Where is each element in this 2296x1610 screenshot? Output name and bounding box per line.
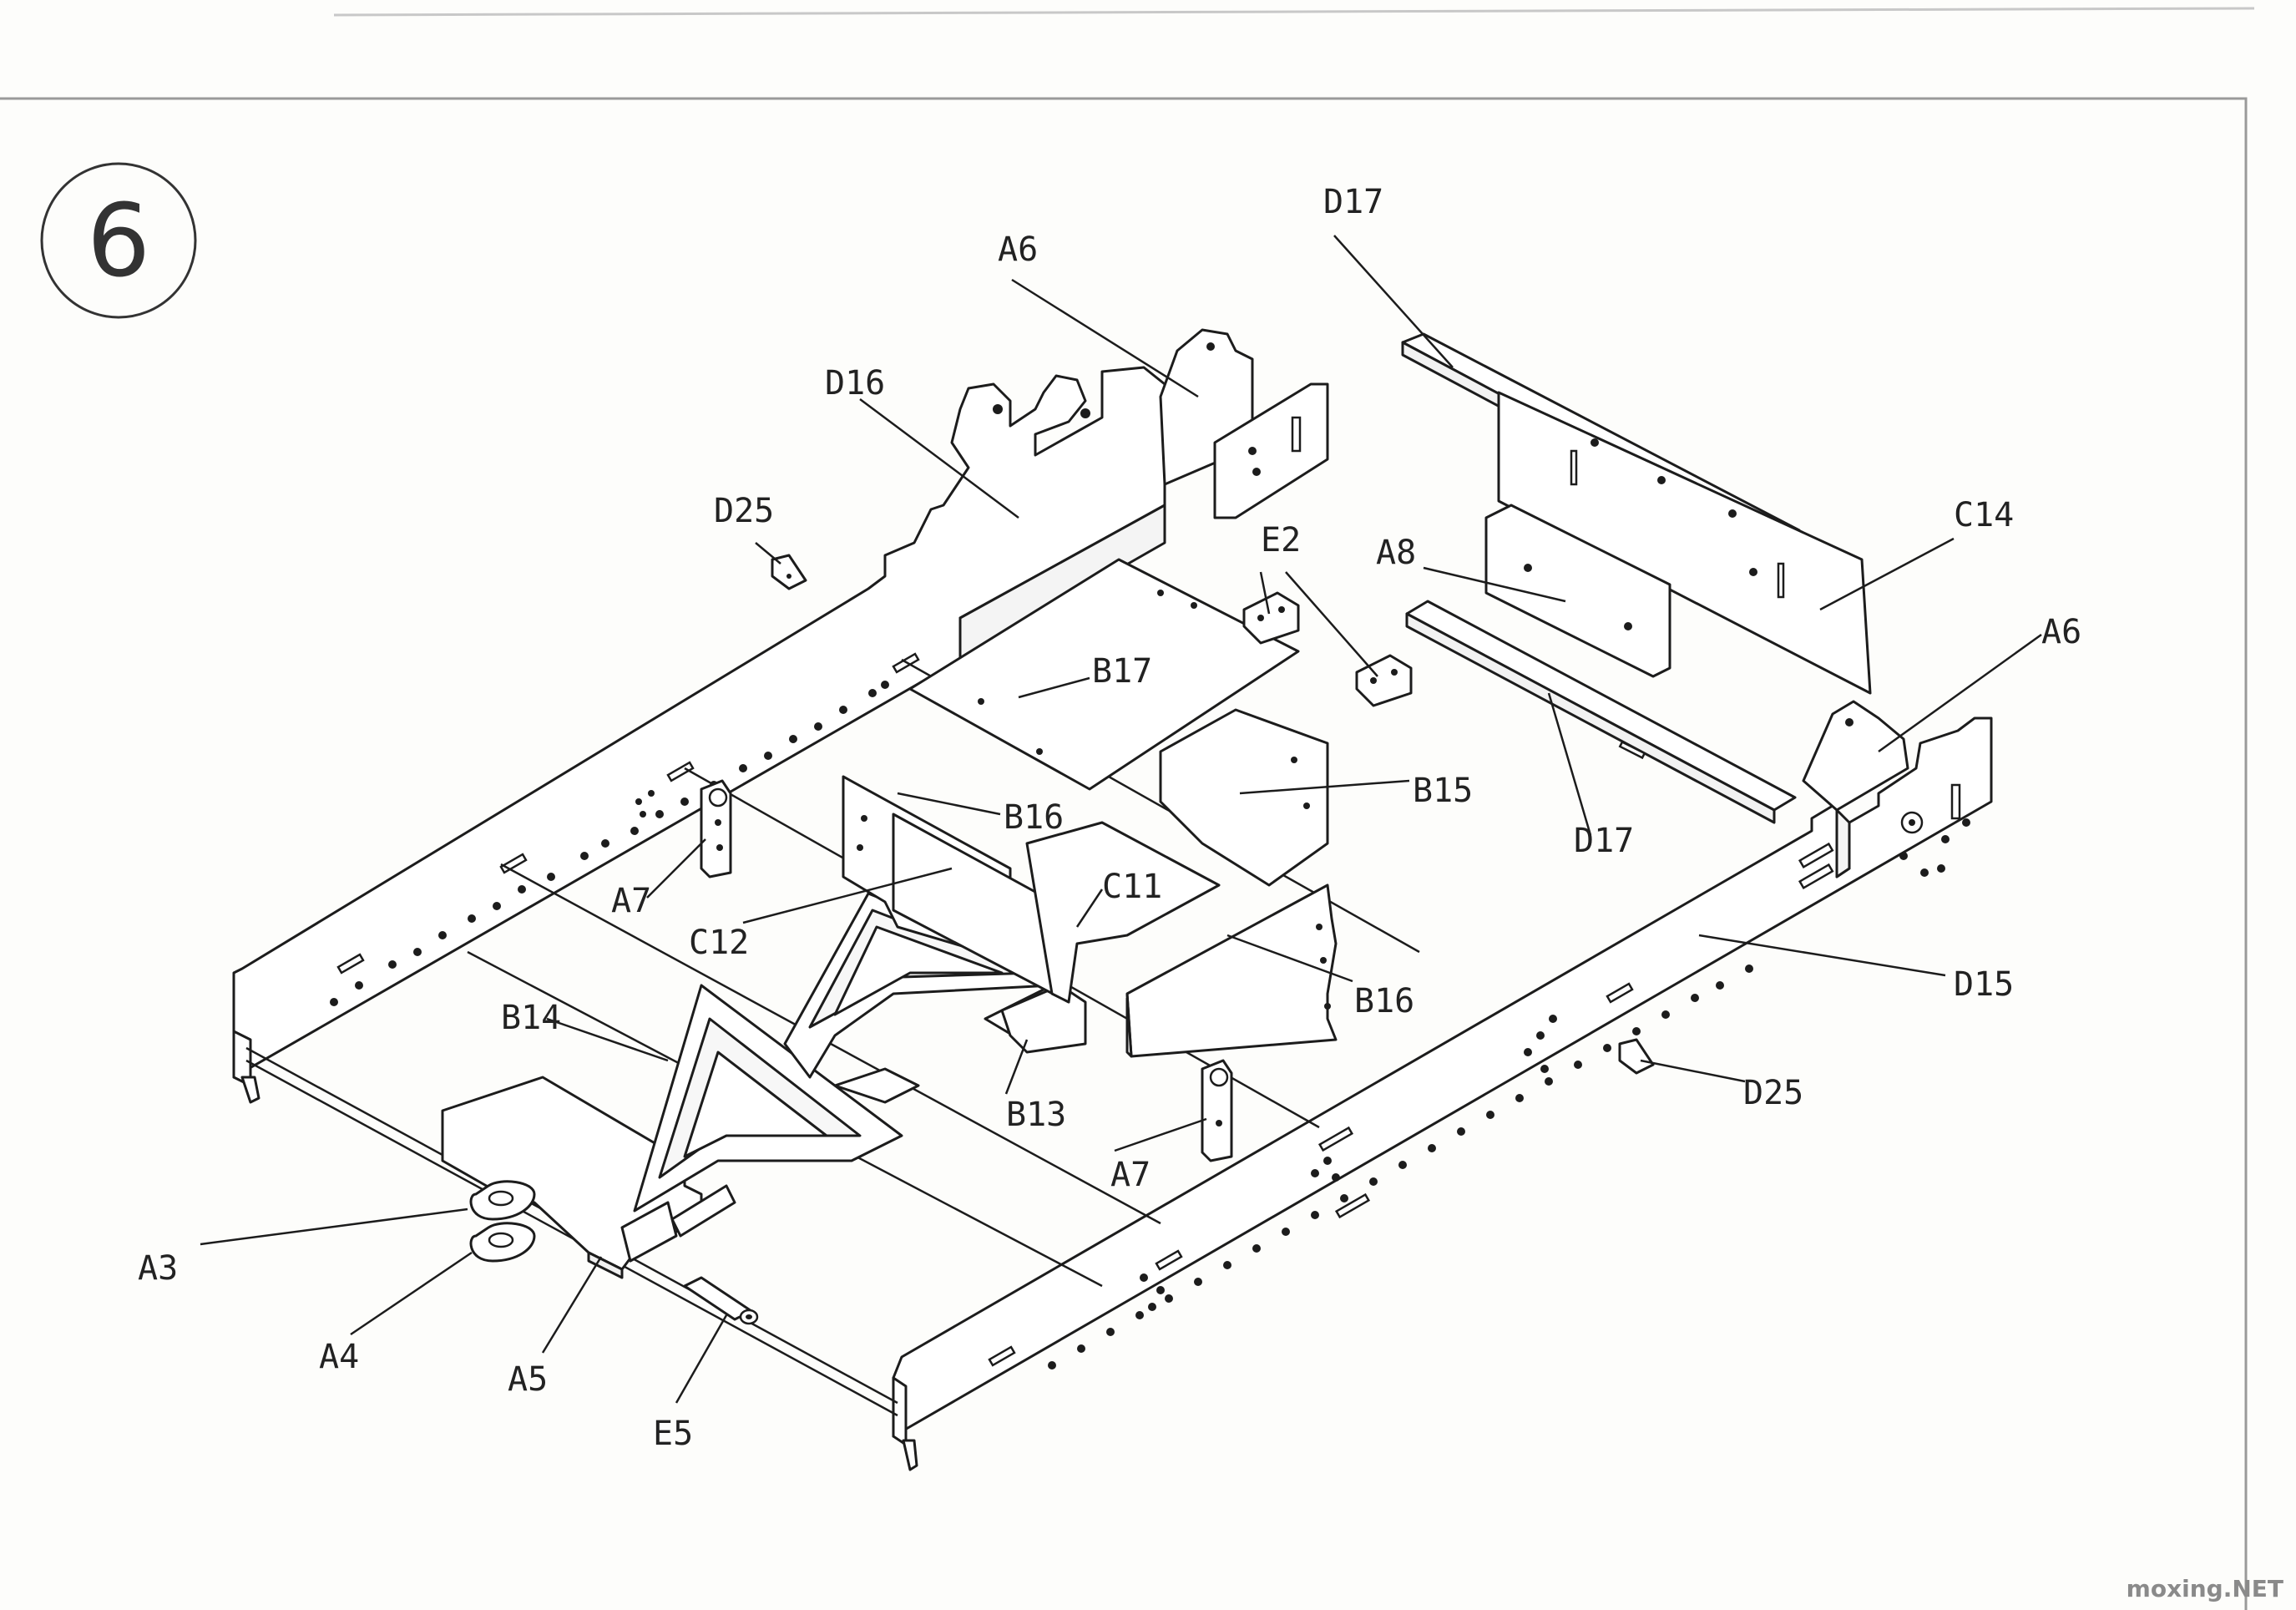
label-A6-right: A6 <box>2041 613 2081 651</box>
part-E5 <box>683 1276 759 1325</box>
leader-D25-right <box>1640 1059 1746 1083</box>
leader-E5 <box>675 1314 728 1404</box>
label-B13: B13 <box>1006 1096 1066 1134</box>
label-B14: B14 <box>501 999 561 1037</box>
leader-C14 <box>1819 537 1955 611</box>
label-D17-top: D17 <box>1323 183 1383 221</box>
scan-edge <box>333 7 2255 17</box>
label-A5: A5 <box>508 1360 548 1399</box>
leader-A5 <box>541 1256 603 1354</box>
part-B16-left <box>842 775 1070 1004</box>
label-A7-left: A7 <box>611 882 651 920</box>
label-D15: D15 <box>1954 965 2014 1004</box>
leader-B15 <box>1239 779 1410 795</box>
part-B13 <box>1000 984 1087 1054</box>
leader-A8 <box>1423 566 1566 603</box>
leader-C11 <box>1075 889 1104 928</box>
label-C11: C11 <box>1102 868 1162 906</box>
leader-E2-a <box>1259 571 1271 615</box>
label-D16: D16 <box>825 364 885 402</box>
label-B16-left: B16 <box>1004 798 1064 837</box>
label-A6-left: A6 <box>998 230 1038 269</box>
label-B17: B17 <box>1092 652 1152 691</box>
part-B17 <box>908 558 1300 791</box>
label-D17-bottom: D17 <box>1574 822 1634 860</box>
leader-D17-bottom <box>1547 692 1592 836</box>
part-A7-right <box>1201 1059 1233 1162</box>
leader-A7-right <box>1114 1117 1207 1152</box>
part-A8 <box>1484 504 1671 678</box>
part-D16 <box>232 366 1166 1104</box>
label-B15: B15 <box>1413 772 1473 810</box>
watermark: moxing.NET <box>2127 1575 2283 1602</box>
part-A6-left <box>1159 328 1329 519</box>
leader-A4 <box>350 1251 473 1336</box>
part-B14 <box>633 984 920 1213</box>
part-D25-right <box>1618 1038 1655 1075</box>
label-D25-left: D25 <box>714 492 774 530</box>
leader-B13 <box>1004 1039 1029 1095</box>
label-A7-right: A7 <box>1110 1156 1151 1194</box>
leader-D17-top <box>1333 235 1454 368</box>
leader-B17 <box>1018 676 1090 699</box>
label-C12: C12 <box>689 924 749 962</box>
leader-D16 <box>859 397 1019 519</box>
label-A3: A3 <box>138 1249 178 1288</box>
step-circle <box>40 162 197 319</box>
step-badge: 6 <box>40 162 197 319</box>
page-frame <box>0 97 2248 1610</box>
leader-A7-left <box>646 838 706 899</box>
leader-B14 <box>546 1017 669 1062</box>
label-A4: A4 <box>319 1338 359 1376</box>
leader-A6-left <box>1011 278 1199 398</box>
part-C14 <box>1497 391 1872 695</box>
label-A8: A8 <box>1376 534 1416 572</box>
leader-B16-left <box>897 792 1001 816</box>
part-A7-left <box>700 779 732 878</box>
part-labels: D17 A6 D16 D25 E2 A8 C14 A6 B17 B15 D17 … <box>138 183 2081 1453</box>
part-A6-right <box>1802 700 1909 812</box>
part-B15 <box>1159 708 1329 887</box>
label-E2: E2 <box>1261 521 1301 559</box>
leader-D15 <box>1698 934 1946 977</box>
label-C14: C14 <box>1954 496 2014 534</box>
part-C11 <box>1025 821 1221 1004</box>
part-D15 <box>892 716 1993 1471</box>
part-A3 <box>469 1180 536 1221</box>
label-B16-right: B16 <box>1354 982 1414 1020</box>
leader-C12 <box>742 867 953 924</box>
part-A5 <box>441 1076 736 1279</box>
chassis-assembly <box>232 328 1993 1471</box>
part-B16-right <box>1125 883 1338 1058</box>
leader-E2-b <box>1285 571 1378 677</box>
step-number: 6 <box>87 184 150 300</box>
part-D17-bottom <box>1405 600 1797 824</box>
label-E5: E5 <box>653 1415 693 1453</box>
leader-B16-right <box>1226 934 1353 983</box>
label-D25-right: D25 <box>1743 1074 1803 1112</box>
part-A4 <box>469 1222 536 1263</box>
leader-lines <box>200 235 2042 1404</box>
leader-A6-right <box>1878 633 2042 753</box>
leader-A3 <box>200 1208 468 1246</box>
leader-D25-left <box>755 542 781 565</box>
